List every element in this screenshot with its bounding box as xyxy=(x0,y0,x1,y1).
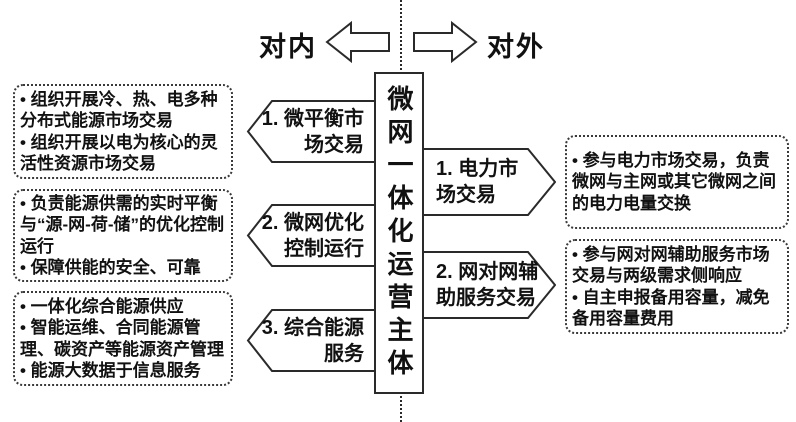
bullet-item: • 组织开展以电为核心的灵活性资源市场交易 xyxy=(20,132,218,174)
internal-channel-micro-balance-market: 1. 微平衡市 场交易 xyxy=(246,100,382,163)
left-chevron-shape-icon xyxy=(246,309,382,372)
channel-label: 2. 网对网辅 助服务交易 xyxy=(436,259,538,311)
central-entity-title: 微网一体化运营主体 xyxy=(384,84,414,382)
channel-label-line: 2. 网对网辅 xyxy=(436,261,539,283)
external-direction-label: 对外 xyxy=(487,32,545,62)
internal-detail-box-3: • 一体化综合能源供应 • 智能运维、合同能源管理、碳资产等能源资产管理 • 能… xyxy=(13,291,233,386)
bullet-item: • 保障供能的安全、可靠 xyxy=(20,258,201,277)
bullet-item: • 参与电力市场交易，负责微网与主网或其它微网之间的电力电量交换 xyxy=(572,150,776,213)
channel-label-line: 2. 微网优化 xyxy=(261,211,364,234)
left-block-arrow-icon xyxy=(325,20,390,64)
internal-channel-integrated-energy-service: 3. 综合能源 服务 xyxy=(246,309,382,372)
channel-label-line: 1. 电力市 xyxy=(436,158,519,180)
internal-channel-optimized-control: 2. 微网优化 控制运行 xyxy=(246,204,382,267)
channel-label: 2. 微网优化 控制运行 xyxy=(262,210,364,262)
channel-label-line: 助服务交易 xyxy=(436,287,536,309)
bullet-item: • 自主申报备用容量，减免备用容量费用 xyxy=(572,287,770,329)
external-detail-box-2: • 参与网对网辅助服务市场交易与两级需求侧响应 • 自主申报备用容量，减免备用容… xyxy=(565,239,789,334)
internal-direction-label: 对内 xyxy=(259,32,317,62)
bullet-item: • 参与网对网辅助服务市场交易与两级需求侧响应 xyxy=(572,244,770,286)
bullet-item: • 智能运维、合同能源管理、碳资产等能源资产管理 xyxy=(20,318,224,359)
channel-label: 1. 微平衡市 场交易 xyxy=(262,106,364,158)
right-block-arrow-icon xyxy=(413,20,478,64)
bullet-item: • 负责能源供需的实时平衡与“源-网-荷-储”的优化控制运行 xyxy=(20,193,224,256)
internal-detail-box-1: • 组织开展冷、热、电多种分布式能源市场交易 • 组织开展以电为核心的灵活性资源… xyxy=(13,84,233,179)
channel-label-line: 服务 xyxy=(324,342,364,365)
external-channel-power-market: 1. 电力市 场交易 xyxy=(420,148,556,216)
external-channel-grid-ancillary-service: 2. 网对网辅 助服务交易 xyxy=(420,251,556,319)
channel-label-line: 3. 综合能源 xyxy=(261,316,364,339)
bullet-item: • 一体化综合能源供应 xyxy=(20,296,184,316)
channel-label-line: 场交易 xyxy=(436,184,496,206)
channel-label-line: 场交易 xyxy=(304,133,364,156)
bullet-item: • 能源大数据于信息服务 xyxy=(20,361,201,380)
external-detail-box-1: • 参与电力市场交易，负责微网与主网或其它微网之间的电力电量交换 xyxy=(565,135,789,229)
channel-label: 1. 电力市 场交易 xyxy=(436,156,518,208)
channel-label-line: 控制运行 xyxy=(284,237,364,260)
left-chevron-shape-icon xyxy=(246,100,382,163)
internal-detail-box-2: • 负责能源供需的实时平衡与“源-网-荷-储”的优化控制运行 • 保障供能的安全… xyxy=(13,189,233,282)
channel-label-line: 1. 微平衡市 xyxy=(261,107,364,130)
left-chevron-shape-icon xyxy=(246,204,382,267)
channel-label: 3. 综合能源 服务 xyxy=(262,315,364,367)
bullet-item: • 组织开展冷、热、电多种分布式能源市场交易 xyxy=(20,89,218,131)
central-entity-box: 微网一体化运营主体 xyxy=(374,72,424,394)
